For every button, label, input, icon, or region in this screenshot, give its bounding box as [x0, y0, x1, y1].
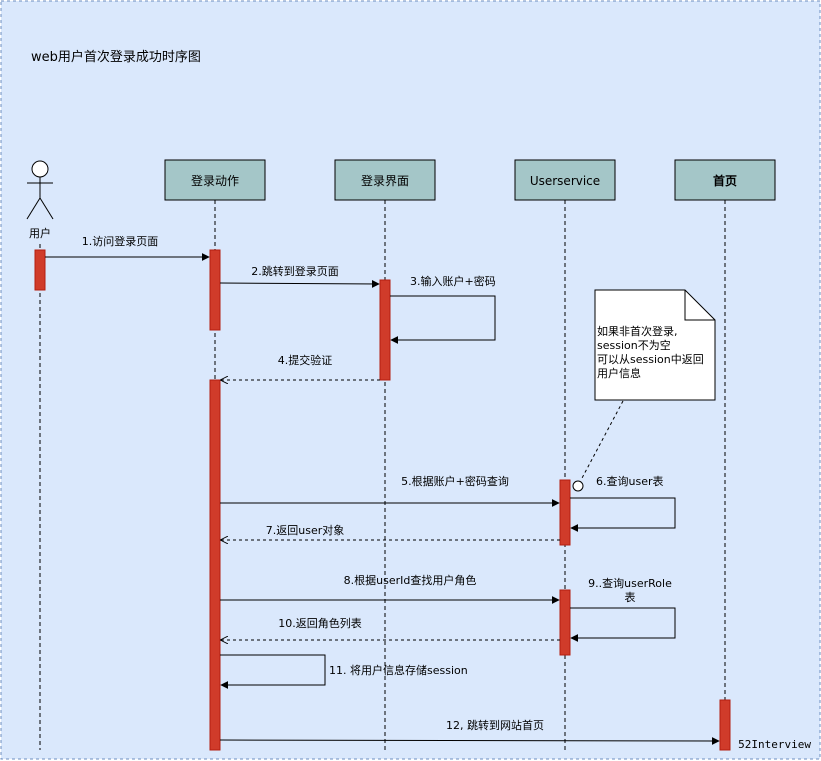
activation-login-page: [379, 279, 391, 381]
note-anchor-icon: [572, 480, 584, 492]
message-2: 2.跳转到登录页面: [219, 264, 380, 288]
message-label: 3.输入账户+密码: [410, 274, 496, 288]
message-5: 5.根据账户+密码查询: [220, 474, 560, 507]
activation-login-action-1: [209, 249, 221, 331]
message-6: 6.查询user表: [570, 474, 676, 532]
participant-login-action: 登录动作: [164, 159, 266, 201]
activation-userservice-2: [559, 589, 571, 656]
actor-user: [26, 160, 54, 220]
participant-label: Userservice: [530, 174, 600, 188]
diagram-title: web用户首次登录成功时序图: [31, 49, 201, 65]
note-connector: [580, 400, 624, 481]
message-label: 1.访问登录页面: [82, 234, 159, 248]
message-12: 12, 跳转到网站首页: [219, 718, 720, 745]
message-9: 9..查询userRole 表: [570, 576, 676, 642]
message-label: 6.查询user表: [596, 474, 664, 488]
note-line: 可以从session中返回: [597, 353, 704, 366]
participant-box: [164, 159, 266, 201]
participant-login-page: 登录界面: [334, 159, 436, 201]
note-line: session不为空: [597, 338, 671, 352]
participant-label: 登录动作: [191, 173, 239, 188]
participant-label: 首页: [713, 173, 737, 188]
message-3: 3.输入账户+密码: [390, 274, 496, 344]
message-10: 10.返回角色列表: [221, 616, 560, 640]
message-label: 12, 跳转到网站首页: [446, 718, 544, 732]
activation-user: [34, 249, 46, 291]
message-label-line2: 表: [625, 590, 636, 604]
message-label: 10.返回角色列表: [278, 616, 362, 630]
message-4: 4.提交验证: [221, 353, 380, 380]
actor-label: 用户: [29, 226, 51, 240]
note-fold: [684, 290, 715, 321]
message-label: 5.根据账户+密码查询: [401, 474, 509, 488]
watermark: 52Interview: [738, 738, 811, 751]
message-label: 4.提交验证: [278, 353, 333, 367]
participant-userservice: Userservice: [514, 159, 616, 201]
note-text: 如果非首次登录, session不为空 可以从session中返回 用户信息: [597, 324, 707, 380]
message-label: 7.返回user对象: [266, 523, 345, 537]
message-11: 11. 将用户信息存储session: [220, 654, 468, 689]
message-1: 1.访问登录页面: [45, 234, 210, 261]
activation-userservice-1: [559, 479, 571, 546]
message-label: 8.根据userId查找用户角色: [344, 573, 477, 587]
note-line: 如果非首次登录,: [597, 324, 678, 338]
participant-label: 登录界面: [361, 173, 409, 188]
activations: [34, 249, 731, 751]
activation-home: [719, 699, 731, 751]
message-label: 9..查询userRole: [588, 576, 672, 590]
message-label: 2.跳转到登录页面: [251, 264, 339, 278]
message-7: 7.返回user对象: [221, 523, 560, 540]
note: 如果非首次登录, session不为空 可以从session中返回 用户信息: [572, 289, 716, 492]
message-8: 8.根据userId查找用户角色: [220, 573, 560, 604]
actor-head-icon: [31, 160, 49, 178]
note-line: 用户信息: [597, 366, 641, 380]
participant-box: [334, 159, 436, 201]
message-label: 11. 将用户信息存储session: [329, 663, 468, 677]
activation-login-action-2: [209, 379, 221, 751]
participant-box: [674, 159, 776, 201]
participant-box: [514, 159, 616, 201]
participant-home: 首页: [674, 159, 776, 201]
